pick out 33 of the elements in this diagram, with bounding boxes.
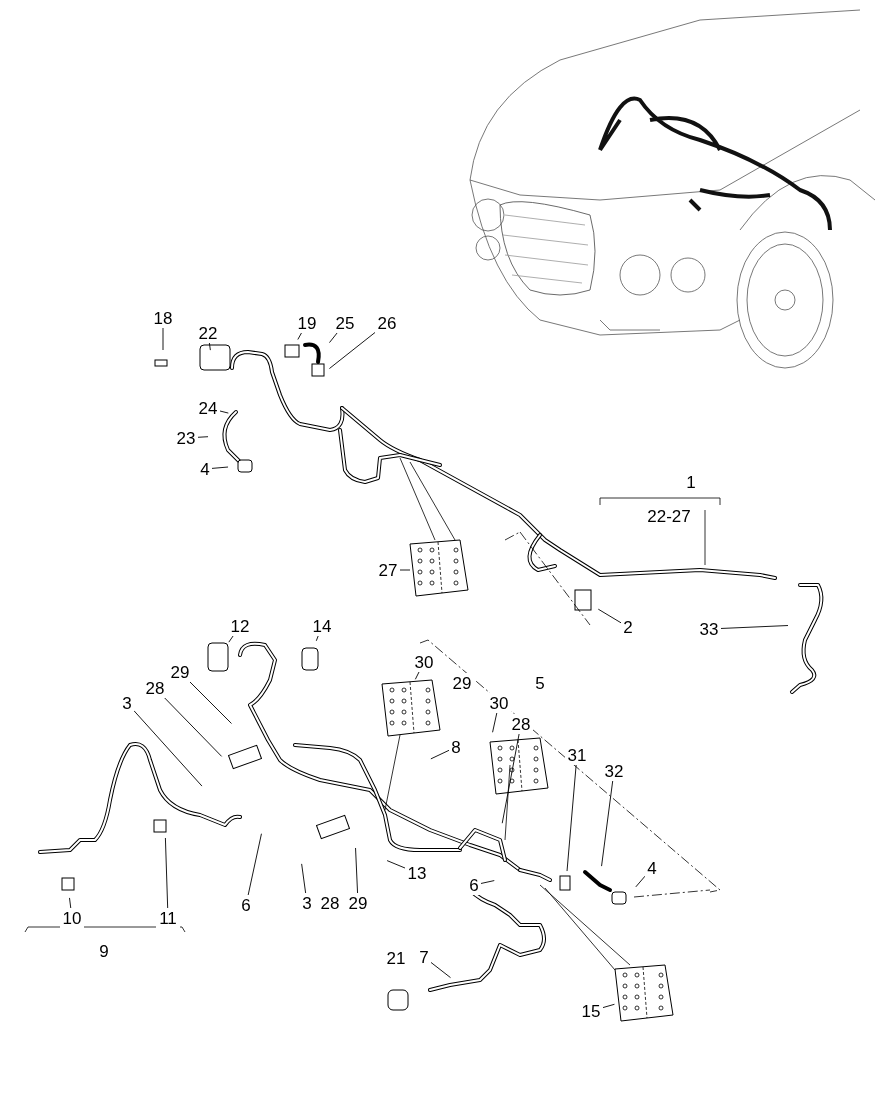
leader-line — [211, 466, 229, 469]
callout-number: 30 — [487, 693, 511, 713]
leader-line — [480, 880, 495, 884]
leader-line — [133, 710, 203, 787]
leader-line — [329, 332, 338, 344]
leader-line — [164, 837, 169, 909]
leader-line — [219, 410, 229, 414]
leader-line — [720, 625, 789, 629]
leader-line — [566, 764, 577, 872]
leader-line — [228, 635, 234, 643]
leader-line — [164, 697, 223, 757]
leader-line — [301, 863, 307, 894]
leader-line — [430, 749, 450, 760]
leader-line — [315, 635, 319, 642]
leader-line — [501, 733, 520, 824]
leader-line — [597, 608, 622, 624]
leader-line — [247, 833, 262, 896]
leader-line — [386, 860, 406, 869]
leader-line — [355, 847, 358, 894]
leader-line — [189, 681, 232, 724]
leader-line — [399, 569, 411, 571]
leader-line — [430, 962, 451, 979]
leader-line — [414, 671, 420, 680]
leader-line — [492, 712, 498, 733]
leader-line — [208, 342, 211, 351]
leader-line — [297, 332, 302, 340]
leader-line — [69, 897, 72, 909]
leader-line — [601, 780, 614, 867]
leader-line — [635, 875, 646, 888]
leader-line — [197, 436, 209, 438]
leader-line — [328, 332, 376, 369]
leader-line — [602, 1003, 615, 1009]
leader-line — [162, 327, 164, 351]
